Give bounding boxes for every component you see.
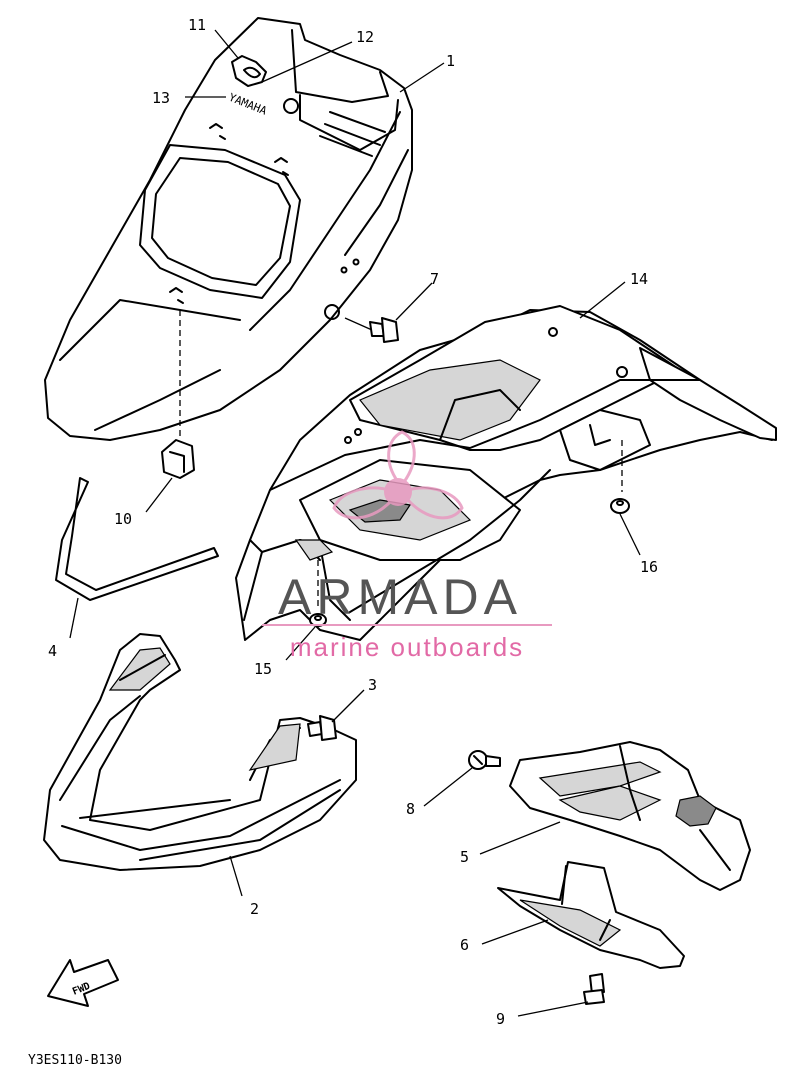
watermark-logo-icon [332,430,464,520]
watermark-logo-petal-top [387,430,416,483]
callout-12: 12 [356,28,374,46]
part-7-bolt [344,317,399,343]
callout-8: 8 [406,800,415,818]
callout-1: 1 [446,52,455,70]
callout-10: 10 [114,510,132,528]
drawing-code: Y3ES110-B130 [28,1053,122,1068]
part-1-front-cover: YAMAHA [44,17,413,441]
part-15-grommet [309,560,327,627]
part-8-screw [468,750,501,770]
part-9-screw [583,973,605,1005]
part-5-inner-cover [509,741,751,891]
watermark: ARMADA marine outboards [262,430,552,662]
part-10-clip [161,310,195,479]
watermark-tagline: marine outboards [290,632,524,662]
fwd-arrow-icon: FWD [47,959,119,1007]
callout-16: 16 [640,558,658,576]
callout-15: 15 [254,660,272,678]
part-14-rear-fender [235,305,777,641]
callout-13: 13 [152,89,170,107]
callout-7: 7 [430,270,439,288]
callout-4: 4 [48,642,57,660]
callout-numbers: 11 12 13 1 7 14 10 16 15 4 3 2 8 5 6 9 [48,16,658,1028]
watermark-brand: ARMADA [278,569,522,625]
callout-9: 9 [496,1010,505,1028]
part-16-grommet [610,440,630,514]
part-4-trim-strip [55,477,219,601]
part-6-inner-panel [497,861,685,969]
callout-6: 6 [460,936,469,954]
callout-5: 5 [460,848,469,866]
part-2-lower-cover [43,633,357,871]
callout-3: 3 [368,676,377,694]
callout-14: 14 [630,270,648,288]
part-3-screw [307,715,337,741]
watermark-logo-core [384,478,412,506]
callout-2: 2 [250,900,259,918]
watermark-logo-petal-left [332,486,394,520]
watermark-divider [262,624,552,626]
callout-leaders [69,29,641,1017]
watermark-logo-petal-right [406,486,464,520]
callout-11: 11 [188,16,206,34]
